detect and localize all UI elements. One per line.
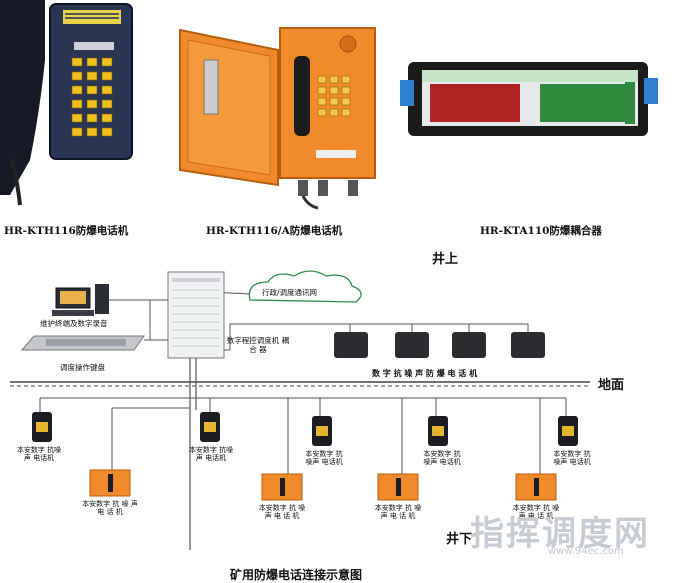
product-caption-1: HR-KTH116防爆电话机 xyxy=(4,225,129,237)
orange-phone-label-1: 本安数字 抗 噪 声 电 话 机 xyxy=(82,500,138,516)
switch-label: 数字程控调度机 耦 合 器 xyxy=(226,336,290,354)
cloud-icon xyxy=(248,270,362,303)
workstation-label: 维护终端及数字录音 xyxy=(40,319,108,328)
product-caption-3: HR-KTA110防爆耦合器 xyxy=(480,225,602,237)
explosion-proof-telephone-icon xyxy=(0,0,140,210)
mine-phone-label-2: 本安数字 抗噪声 电话机 xyxy=(188,446,234,462)
watermark-text: 指挥调度网 xyxy=(470,514,650,554)
surface-phone-icons xyxy=(334,332,545,358)
surface-phones-label: 数 字 抗 噪 声 防 爆 电 话 机 xyxy=(372,369,478,378)
mine-phone-label-3: 本安数字 抗噪声 电话机 xyxy=(305,450,343,466)
dispatch-keyboard-icon xyxy=(20,335,145,351)
mine-phone-label-1: 本安数字 抗噪声 电话机 xyxy=(16,446,62,462)
mine-phone-icons xyxy=(32,412,578,446)
ground-label: 地面 xyxy=(598,378,625,393)
workstation-icon xyxy=(52,284,109,316)
underground-label: 井下 xyxy=(446,532,473,547)
keyboard-label: 调度操作键盘 xyxy=(60,363,105,372)
mine-phone-label-4: 本安数字 抗噪声 电话机 xyxy=(423,450,461,466)
orange-box-telephone-icon xyxy=(179,27,376,210)
orange-phone-label-2: 本安数字 抗 噪 声 电 话 机 xyxy=(258,504,306,520)
above-ground-label: 井上 xyxy=(432,252,459,267)
watermark-url: www.94ec.com xyxy=(548,546,624,557)
coupler-device-icon xyxy=(400,62,658,136)
orange-phone-label-4: 本安数字 抗 噪 声 电 话 机 xyxy=(512,504,560,520)
dispatch-switch-rack-icon xyxy=(167,271,225,359)
diagram-title: 矿用防爆电话连接示意图 xyxy=(230,568,363,582)
product-caption-2: HR-KTH116/A防爆电话机 xyxy=(206,225,343,237)
orange-phone-icons xyxy=(89,469,557,501)
cloud-label: 行政/调度通讯网 xyxy=(262,288,318,297)
orange-phone-label-3: 本安数字 抗 噪 声 电 话 机 xyxy=(374,504,422,520)
mine-phone-label-5: 本安数字 抗噪声 电话机 xyxy=(553,450,591,466)
mine-telephone-connection-diagram xyxy=(10,270,590,550)
